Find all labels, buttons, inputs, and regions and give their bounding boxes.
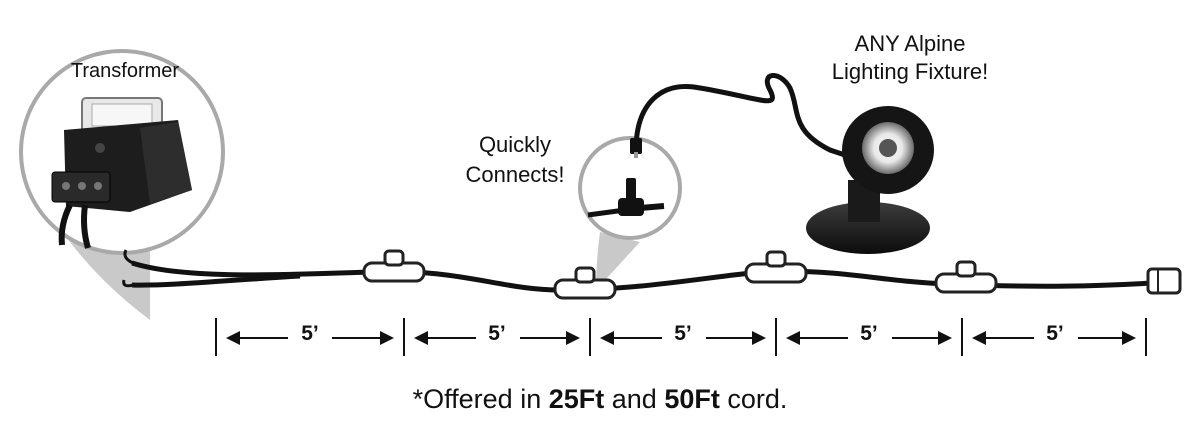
quick-connector — [744, 250, 808, 284]
cord — [122, 249, 1153, 293]
segment-length-label: 5’ — [674, 322, 692, 345]
caption-middle: and — [604, 384, 665, 414]
arrow-head-left — [414, 331, 428, 345]
cord-stripped-wire — [123, 249, 134, 265]
dimension-markers — [215, 318, 1147, 356]
fixture-label-line2: Lighting Fixture! — [831, 59, 989, 84]
connector-callout-pointer — [596, 232, 640, 290]
lighting-fixture — [630, 73, 934, 254]
arrow-head-right — [1122, 331, 1136, 345]
caption-prefix: *Offered in — [412, 384, 549, 414]
quick-connects-line1: Quickly — [478, 132, 552, 157]
arrow-head-left — [226, 331, 240, 345]
quick-connector — [362, 249, 426, 283]
terminal-screw — [78, 182, 86, 190]
arrow-head-right — [938, 331, 952, 345]
transformer-dial — [95, 143, 105, 153]
transformer-device — [51, 97, 192, 212]
arrow-head-left — [786, 331, 800, 345]
segment-length-label: 5’ — [301, 322, 319, 345]
quick-connectors — [362, 249, 1182, 300]
arrow-head-left — [972, 331, 986, 345]
segment-length-label: 5’ — [1046, 322, 1064, 345]
end-cap — [1146, 267, 1182, 295]
quick-connector — [553, 266, 617, 300]
cord-lead — [131, 273, 301, 288]
transformer-lead — [58, 203, 73, 246]
terminal-screw — [94, 182, 102, 190]
caption-option-25ft: 25Ft — [548, 384, 605, 414]
arrow-head-right — [380, 331, 394, 345]
terminal-screw — [62, 182, 70, 190]
caption-option-50ft: 50Ft — [664, 384, 720, 414]
fixture-label-line1: ANY Alpine — [854, 31, 966, 56]
fixture-base — [806, 202, 930, 254]
fixture-cable — [633, 73, 846, 158]
quick-connects-label: Quickly Connects! — [440, 130, 590, 190]
arrow-head-left — [600, 331, 614, 345]
arrow-head-right — [752, 331, 766, 345]
transformer-callout — [19, 49, 225, 320]
connector-zoom-body — [618, 198, 644, 216]
segment-length-label: 5’ — [860, 322, 878, 345]
fixture-plug-pin — [634, 152, 638, 158]
cord-stripped-wire — [122, 279, 134, 288]
quick-connects-line2: Connects! — [465, 162, 565, 187]
quick-connector — [934, 260, 998, 294]
fixture-label: ANY Alpine Lighting Fixture! — [800, 30, 1020, 86]
transformer-label: Transformer — [70, 60, 180, 82]
transformer-cover-window — [91, 103, 153, 127]
arrow-head-right — [566, 331, 580, 345]
connector-callout — [578, 136, 682, 290]
cord-length-caption: *Offered in 25Ft and 50Ft cord. — [0, 384, 1200, 415]
fixture-plug — [630, 138, 642, 154]
fixture-bulb — [879, 139, 897, 157]
connector-zoom-stem — [626, 178, 636, 200]
transformer-lead — [81, 204, 91, 249]
caption-suffix: cord. — [719, 384, 788, 414]
segment-length-label: 5’ — [488, 322, 506, 345]
transformer-side — [140, 122, 192, 204]
